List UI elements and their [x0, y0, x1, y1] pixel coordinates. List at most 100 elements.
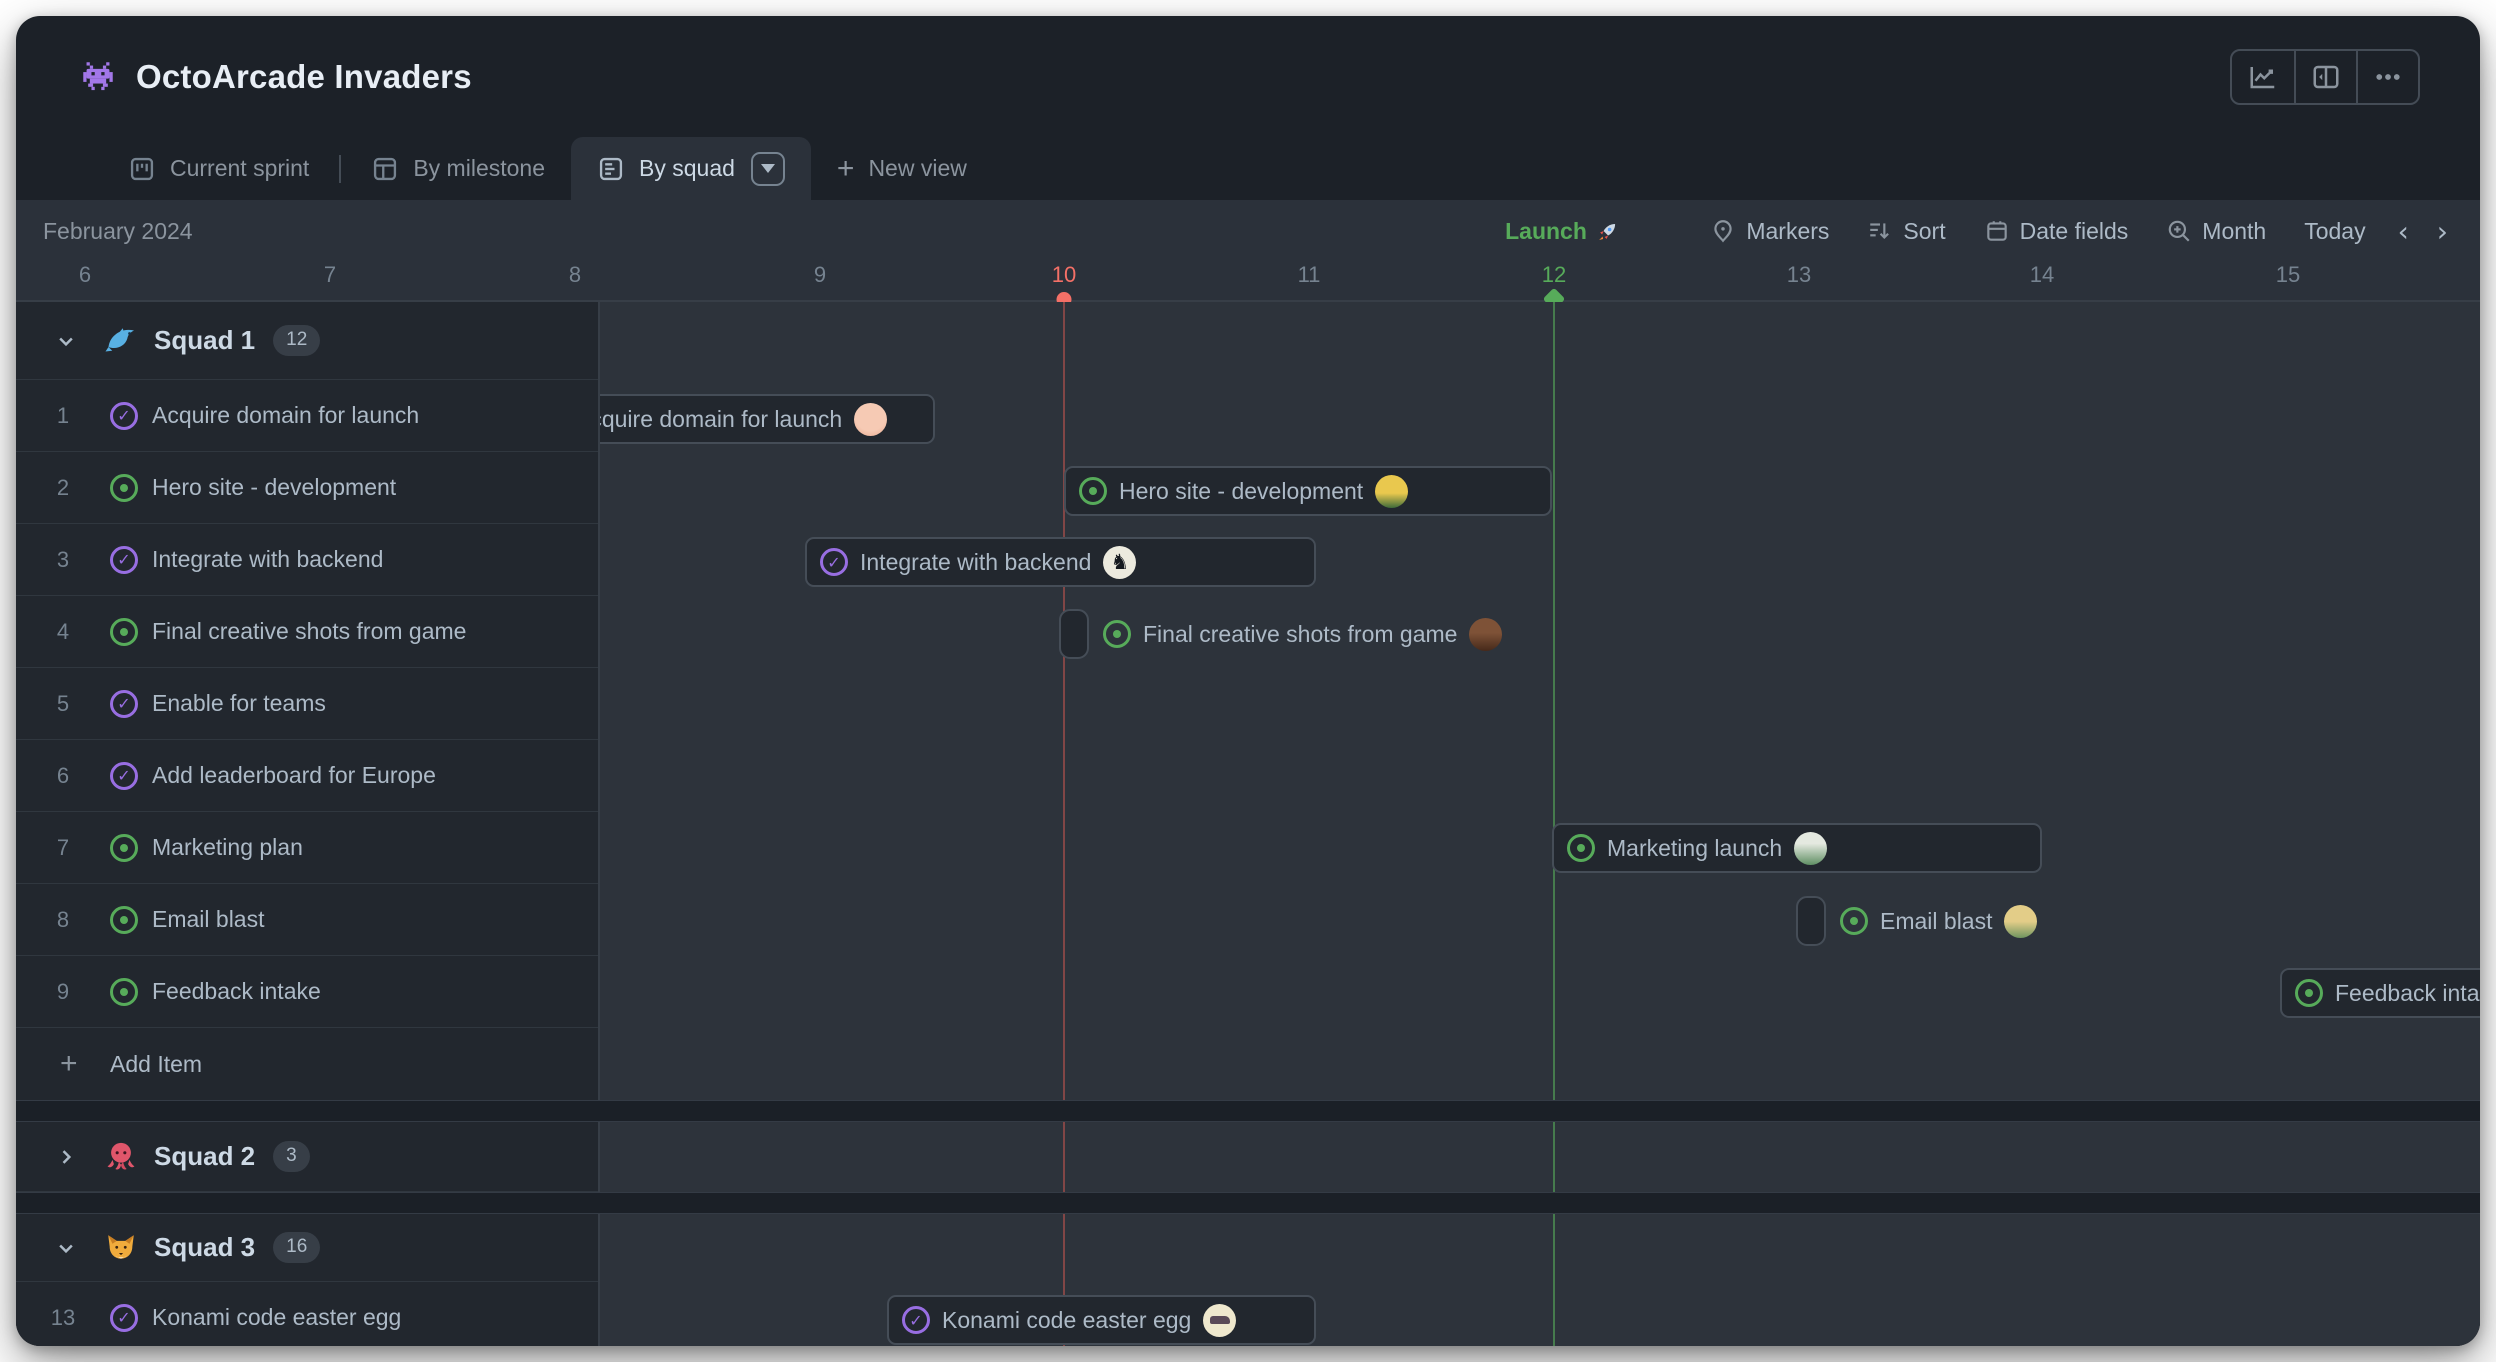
fox-icon: [104, 1231, 140, 1265]
item-title: Email blast: [152, 906, 265, 932]
item-number: 7: [56, 834, 70, 860]
item-number: 3: [56, 546, 70, 572]
tab-current-sprint[interactable]: Current sprint: [102, 137, 335, 200]
item-number: 9: [56, 978, 70, 1004]
markers-button[interactable]: Markers: [1710, 218, 1829, 245]
roadmap-label-final-creative[interactable]: Final creative shots from game: [1103, 609, 1503, 659]
tab-label: By squad: [639, 155, 735, 181]
group-name: Squad 1: [154, 325, 256, 355]
list-item-4[interactable]: 4 Final creative shots from game: [16, 596, 598, 668]
today-button[interactable]: Today: [2304, 218, 2365, 245]
list-item-2[interactable]: 2 Hero site - development: [16, 452, 598, 524]
sort-button[interactable]: Sort: [1867, 218, 1946, 245]
list-item-9[interactable]: 9 Feedback intake: [16, 956, 598, 1028]
list-item-6[interactable]: 6 Add leaderboard for Europe: [16, 740, 598, 812]
roadmap-minibar-final-creative[interactable]: [1059, 609, 1089, 659]
date-tick-launch: 12: [1541, 262, 1567, 287]
group-header-squad-1[interactable]: Squad 1 12: [16, 302, 598, 380]
chevron-right-icon[interactable]: [56, 1146, 76, 1168]
issue-open-icon: [1079, 477, 1107, 505]
issue-closed-icon: [110, 761, 138, 790]
item-number: 6: [56, 762, 70, 788]
insights-button[interactable]: [2232, 51, 2294, 103]
chess-knight-avatar: [1103, 545, 1137, 579]
today-vertical-line: [1063, 302, 1065, 1346]
more-options-button[interactable]: [2356, 50, 2418, 103]
add-item-button[interactable]: + Add Item: [16, 1028, 598, 1100]
timeline-header: February 2024 Launch: [16, 200, 2480, 311]
timeline-toolbar: Markers Sort: [1710, 208, 2450, 254]
roadmap-bar-konami-code[interactable]: Konami code easter egg: [887, 1295, 1316, 1345]
list-item-8[interactable]: 8 Email blast: [16, 884, 598, 956]
dolphin-icon: [104, 323, 140, 359]
list-item-1[interactable]: 1 Acquire domain for launch: [16, 380, 598, 452]
issue-open-icon: [110, 473, 138, 502]
date-tick: 9: [813, 262, 827, 287]
zoom-level-button[interactable]: Month: [2166, 218, 2266, 245]
issue-open-icon: [1840, 907, 1868, 935]
list-item-7[interactable]: 7 Marketing plan: [16, 812, 598, 884]
assignee-avatar: [854, 402, 888, 436]
roadmap-bar-feedback-intake[interactable]: Feedback intake: [2280, 968, 2480, 1018]
rocket-icon: [1595, 220, 1619, 244]
bar-label: Integrate with backend: [860, 548, 1092, 575]
group-header-squad-3[interactable]: Squad 3 16: [16, 1214, 598, 1282]
issue-closed-icon: [110, 689, 138, 718]
tab-options-caret[interactable]: [750, 151, 785, 186]
tab-new-view[interactable]: + New view: [811, 137, 993, 200]
roadmap-bar-hero-site[interactable]: Hero site - development: [1064, 466, 1552, 516]
zoom-level-label: Month: [2202, 217, 2267, 244]
list-item-5[interactable]: 5 Enable for teams: [16, 668, 598, 740]
roadmap-bar-integrate-backend[interactable]: Integrate with backend: [805, 537, 1316, 587]
markers-label: Markers: [1746, 217, 1830, 244]
side-panel-button[interactable]: [2294, 50, 2356, 103]
roadmap-bar-acquire-domain[interactable]: Acquire domain for launch: [600, 394, 935, 444]
group-separator-band: [16, 1100, 2480, 1122]
item-title: Marketing plan: [152, 834, 303, 860]
date-tick: 7: [323, 262, 337, 287]
rows-icon: [597, 155, 625, 183]
item-title: Konami code easter egg: [152, 1304, 402, 1330]
date-axis: 6 7 8 9 10 11 12 13 14 15: [16, 260, 2480, 311]
list-item-3[interactable]: 3 Integrate with backend: [16, 524, 598, 596]
chevron-down-icon[interactable]: [56, 1237, 76, 1259]
bar-label: Email blast: [1880, 907, 1993, 934]
insights-chart-icon: [2248, 62, 2278, 92]
date-fields-button[interactable]: Date fields: [1984, 217, 2129, 245]
roadmap-bar-marketing-launch[interactable]: Marketing launch: [1552, 823, 2042, 873]
chevron-down-icon[interactable]: [56, 330, 76, 352]
bar-label: Final creative shots from game: [1143, 620, 1458, 647]
ellipsis-icon: [2373, 62, 2403, 92]
issue-open-icon: [1567, 834, 1595, 862]
issue-closed-icon: [110, 1303, 138, 1332]
sort-icon: [1867, 218, 1893, 244]
launch-vertical-line: [1553, 302, 1555, 1346]
roadmap-label-email-blast[interactable]: Email blast: [1840, 896, 2038, 946]
calendar-icon: [1984, 218, 2010, 244]
group-name: Squad 2: [154, 1141, 256, 1171]
view-tabs: Current sprint By milestone By squad: [16, 137, 2480, 200]
date-fields-label: Date fields: [2019, 217, 2129, 244]
scroll-left-chevron[interactable]: ‹: [2397, 214, 2409, 248]
issue-open-icon: [110, 977, 138, 1006]
tab-by-squad[interactable]: By squad: [571, 137, 811, 200]
issue-open-icon: [2295, 979, 2323, 1007]
tab-by-milestone[interactable]: By milestone: [345, 137, 571, 200]
scroll-right-chevron[interactable]: ›: [2436, 214, 2448, 248]
today-label: Today: [2304, 217, 2366, 244]
issue-closed-icon: [902, 1306, 930, 1334]
bar-label: Feedback intake: [2335, 979, 2480, 1006]
bar-label: Acquire domain for launch: [600, 405, 843, 432]
item-title: Final creative shots from game: [152, 618, 467, 644]
issue-closed-icon: [110, 401, 138, 430]
roadmap-minibar-email-blast[interactable]: [1796, 896, 1826, 946]
date-tick: 15: [2275, 262, 2301, 287]
window-header: OctoArcade Invaders: [16, 16, 2480, 137]
issue-closed-icon: [820, 548, 848, 576]
launch-marker-label[interactable]: Launch: [1505, 218, 1619, 245]
side-panel-icon: [2311, 62, 2341, 92]
issue-open-icon: [1103, 620, 1131, 648]
car-avatar: [1203, 1303, 1237, 1337]
group-header-squad-2[interactable]: Squad 2 3: [16, 1122, 598, 1192]
list-item-13[interactable]: 13 Konami code easter egg: [16, 1282, 598, 1346]
